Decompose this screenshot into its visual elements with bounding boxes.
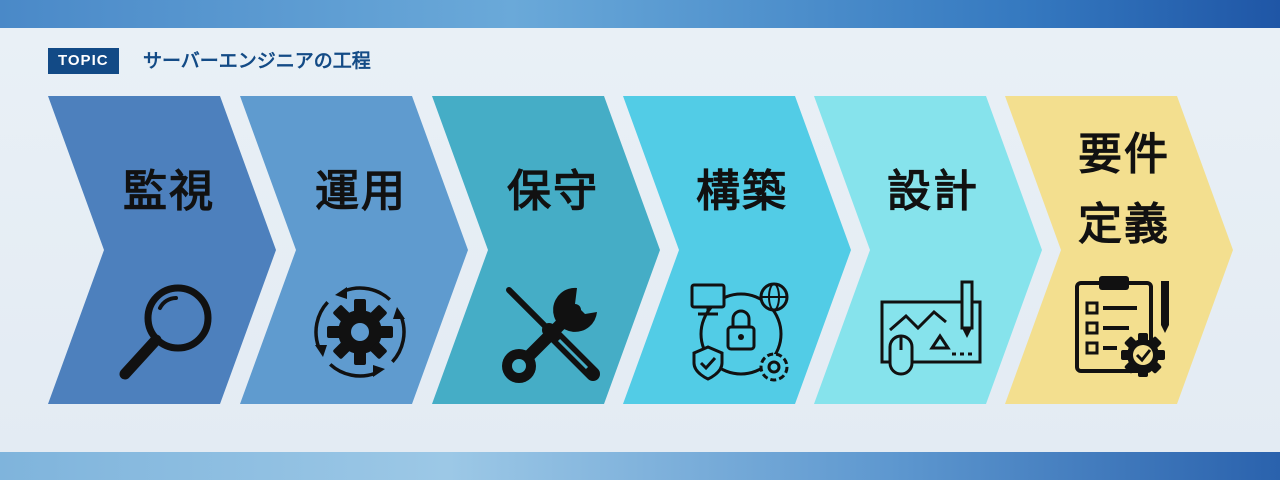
step-3-chevron — [432, 96, 660, 404]
step-6-label-line-1: 要件 — [1078, 129, 1170, 180]
step-5-chevron — [814, 96, 1042, 404]
step-5-label: 設計 — [887, 166, 979, 217]
network-security-icon — [690, 282, 789, 382]
step-3-label: 保守 — [507, 166, 599, 217]
topic-title: サーバーエンジニアの工程 — [143, 50, 371, 72]
magnifier-icon — [119, 284, 212, 380]
blueprint-icon — [880, 280, 982, 376]
step-6-label-line-2: 定義 — [1078, 199, 1170, 250]
step-1-chevron — [48, 96, 276, 404]
step-4-label: 構築 — [696, 166, 788, 217]
bottom-band — [0, 452, 1280, 480]
requirements-clipboard-icon — [1075, 276, 1169, 377]
screwdriver-wrench-icon — [502, 287, 600, 383]
gear-cycle-icon — [314, 286, 406, 378]
top-band — [0, 0, 1280, 28]
step-1-label: 監視 — [123, 166, 215, 217]
step-4-chevron — [623, 96, 851, 404]
step-2-chevron — [240, 96, 468, 404]
step-2-label: 運用 — [315, 166, 407, 217]
step-6-chevron — [1005, 96, 1233, 404]
topic-badge: TOPIC — [48, 48, 119, 74]
